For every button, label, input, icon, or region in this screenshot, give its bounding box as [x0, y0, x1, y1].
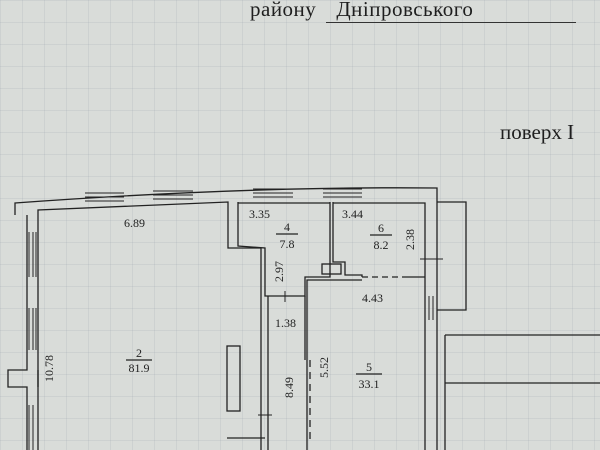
windows	[28, 188, 443, 450]
room-number: 5	[366, 360, 372, 374]
walls	[7, 187, 600, 450]
floor-label: поверх I	[500, 120, 575, 144]
dim-label: 3.44	[342, 207, 363, 221]
dim-label: 1.38	[275, 316, 296, 330]
region-prefix: району	[250, 0, 317, 21]
room-5: 5 33.1	[356, 360, 382, 391]
dim-label: 4.43	[362, 291, 383, 305]
room-4: 4 7.8	[276, 220, 298, 251]
dim-label: 3.35	[249, 207, 270, 221]
dim-label: 8.49	[282, 377, 296, 398]
room-number: 6	[378, 221, 384, 235]
room-2: 2 81.9	[126, 346, 152, 375]
dim-label: 10.78	[42, 355, 56, 382]
dim-label: 5.52	[317, 357, 331, 378]
room-area: 8.2	[374, 238, 389, 252]
room-number: 2	[136, 346, 142, 360]
region-caption: району Дніпровського	[250, 0, 577, 23]
room-6: 6 8.2	[370, 221, 392, 252]
room-area: 33.1	[359, 377, 380, 391]
room-number: 4	[284, 220, 290, 234]
dim-label: 6.89	[124, 216, 145, 230]
region-name: Дніпровського	[326, 0, 577, 23]
room-area: 81.9	[129, 361, 150, 375]
dim-label: 2.97	[272, 261, 286, 282]
dim-label: 2.38	[403, 229, 417, 250]
room-area: 7.8	[280, 237, 295, 251]
